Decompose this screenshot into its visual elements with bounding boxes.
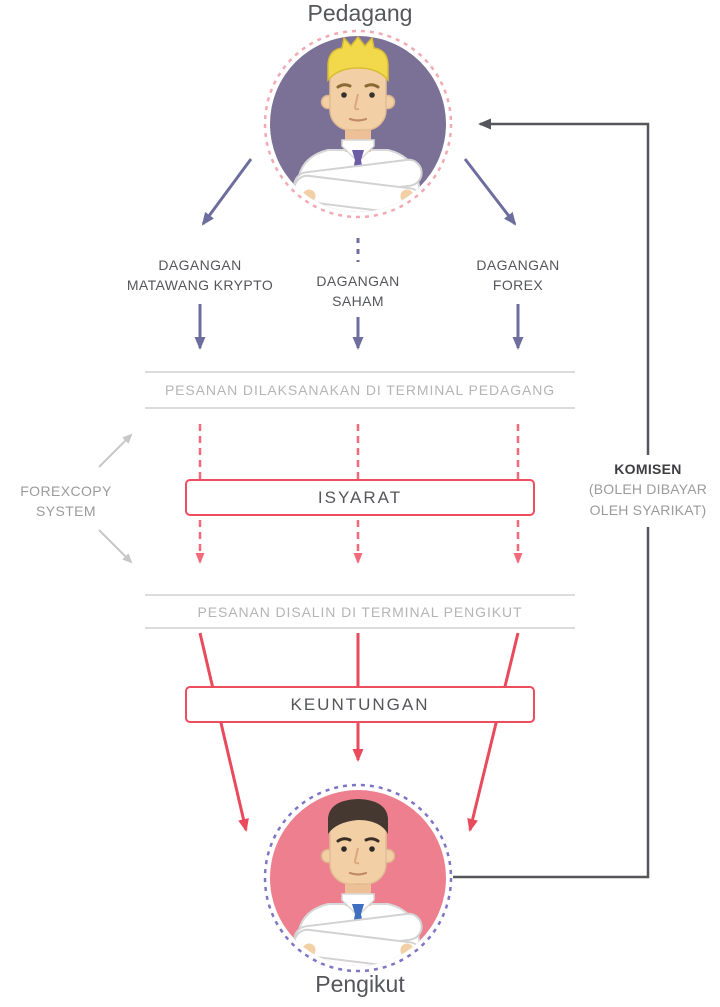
trader-figure	[288, 36, 428, 212]
channel-saham-line2: SAHAM	[332, 293, 384, 309]
channel-crypto-line2: MATAWANG KRYPTO	[126, 277, 274, 293]
channel-saham-line1: DAGANGAN	[316, 273, 400, 289]
trader-terminal-bar: PESANAN DILAKSANAKAN DI TERMINAL PEDAGAN…	[145, 371, 575, 409]
channel-crypto-line1: DAGANGAN	[158, 257, 242, 273]
commission-label: KOMISEN (BOLEH DIBAYAR OLEH SYARIKAT)	[586, 455, 710, 527]
channel-forex-line2: FOREX	[492, 277, 544, 293]
follower-avatar	[263, 783, 453, 973]
forexcopy-pointer-upper	[98, 433, 133, 468]
signal-box: ISYARAT	[185, 479, 535, 516]
forexcopy-line2: SYSTEM	[36, 503, 96, 519]
follower-terminal-bar: PESANAN DISALIN DI TERMINAL PENGIKUT	[145, 594, 575, 629]
trader-title: Pedagang	[307, 0, 413, 26]
arrow-trader-to-crypto	[201, 158, 253, 226]
commission-subtitle: (BOLEH DIBAYAR OLEH SYARIKAT)	[588, 481, 708, 518]
crossed-arms	[293, 912, 423, 966]
channel-saham-label: DAGANGAN SAHAM	[278, 271, 438, 311]
follower-title: Pengikut	[315, 971, 405, 997]
profit-box: KEUNTUNGAN	[185, 686, 535, 723]
profit-flow-right	[467, 632, 520, 832]
crossed-arms	[293, 158, 423, 212]
forexcopy-system-label: FOREXCOPY SYSTEM	[6, 481, 126, 521]
channel-forex-line1: DAGANGAN	[476, 257, 560, 273]
forexcopy-line1: FOREXCOPY	[20, 483, 112, 499]
blonde-hair	[327, 36, 389, 83]
channel-crypto-label: DAGANGAN MATAWANG KRYPTO	[100, 255, 300, 295]
channel-forex-label: DAGANGAN FOREX	[438, 255, 598, 295]
commission-title: KOMISEN	[614, 461, 682, 477]
follower-figure	[288, 799, 428, 966]
profit-flow-left	[198, 632, 249, 832]
trader-avatar	[263, 29, 453, 219]
arrow-trader-to-forex	[463, 158, 517, 226]
forexcopy-pointer-lower	[98, 529, 133, 564]
trader-ring	[263, 29, 453, 219]
dark-hair	[328, 799, 388, 834]
follower-ring	[263, 783, 453, 973]
